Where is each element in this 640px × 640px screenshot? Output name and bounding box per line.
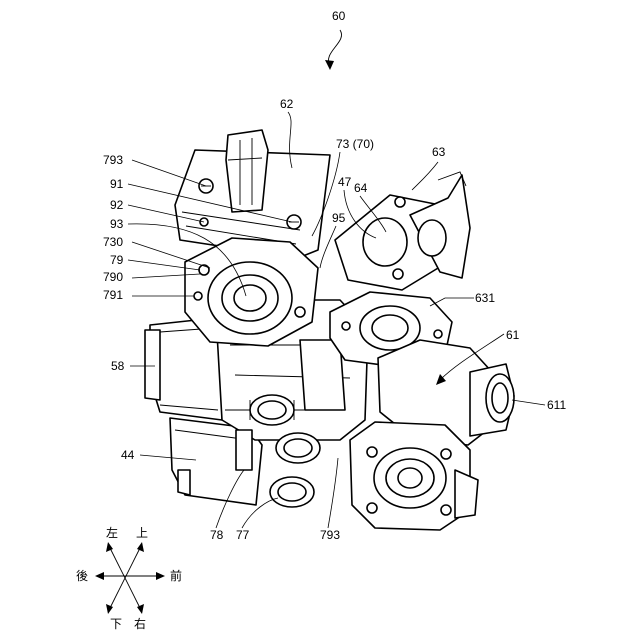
- screw-63: [395, 197, 405, 207]
- leader-793-bottom: [328, 458, 338, 528]
- label-61: 61: [506, 328, 520, 342]
- fitting-upper: [250, 395, 294, 425]
- compass-left-label: 左: [106, 525, 118, 540]
- assembly-ref-leader: [328, 30, 341, 66]
- compass-right-label: 右: [134, 616, 146, 631]
- label-793-bottom: 793: [320, 528, 340, 542]
- compass-right-arrow: [137, 604, 144, 614]
- label-63: 63: [432, 145, 446, 159]
- label-77: 77: [236, 528, 250, 542]
- label-91: 91: [110, 177, 124, 191]
- label-64: 64: [354, 181, 368, 195]
- label-78: 78: [210, 528, 224, 542]
- flange-hole-right: [295, 307, 305, 317]
- flange-hole-791: [194, 292, 202, 300]
- assembly-ref-label: 60: [332, 9, 346, 23]
- label-62: 62: [280, 97, 294, 111]
- assembly-ref-arrowhead: [325, 60, 334, 70]
- port-bore-631: [372, 315, 408, 341]
- flange-hole-br: [441, 505, 451, 515]
- valve-cap-64: [363, 218, 407, 266]
- port-bore: [234, 285, 266, 311]
- compass-down-label: 下: [110, 617, 122, 631]
- label-611: 611: [547, 398, 566, 412]
- fitting-middle: [276, 433, 320, 463]
- compass-back-label: 後: [76, 569, 88, 583]
- label-790: 790: [103, 270, 123, 284]
- valve-port-47: [418, 220, 446, 256]
- compass-left-arrow: [106, 542, 113, 552]
- flange-hole-lr: [441, 449, 451, 459]
- label-93: 93: [110, 217, 124, 231]
- flange-hole-ll: [367, 447, 377, 457]
- lower-port-bore: [398, 468, 422, 488]
- screw-64: [393, 269, 403, 279]
- leader-95: [320, 226, 336, 268]
- pin-78: [236, 430, 252, 470]
- lower-tab-right: [455, 470, 478, 518]
- compass-back-arrow: [95, 572, 104, 580]
- leader-63: [412, 162, 438, 190]
- outlet-611-bore: [492, 383, 508, 413]
- flange-hole-bl: [367, 503, 377, 513]
- lower-tab: [178, 470, 190, 495]
- valve-unit-body: [145, 130, 514, 530]
- label-92: 92: [110, 198, 124, 212]
- fitting-lower-77: [270, 477, 314, 507]
- flange-hole-631b: [434, 330, 442, 338]
- label-79: 79: [110, 253, 124, 267]
- flange-hole-631a: [342, 322, 350, 330]
- flange-hole-79: [199, 265, 209, 275]
- compass-front-arrow: [156, 572, 165, 580]
- label-44: 44: [121, 448, 135, 462]
- solenoid-cap: [145, 330, 160, 400]
- leader-611: [512, 400, 545, 405]
- label-793-top: 793: [103, 153, 123, 167]
- label-791: 791: [103, 288, 123, 302]
- compass-up-arrow: [137, 542, 144, 552]
- label-95: 95: [332, 211, 346, 225]
- connector-block: [226, 130, 268, 212]
- compass-up-label: 上: [136, 526, 148, 540]
- compass-front-label: 前: [170, 568, 182, 583]
- label-631: 631: [475, 291, 495, 305]
- label-58: 58: [111, 359, 125, 373]
- label-47: 47: [338, 175, 352, 189]
- label-730: 730: [103, 235, 123, 249]
- label-73: 73 (70): [336, 137, 374, 151]
- direction-compass: 左 上 後 前 下 右: [76, 525, 182, 631]
- compass-down-arrow: [106, 604, 113, 614]
